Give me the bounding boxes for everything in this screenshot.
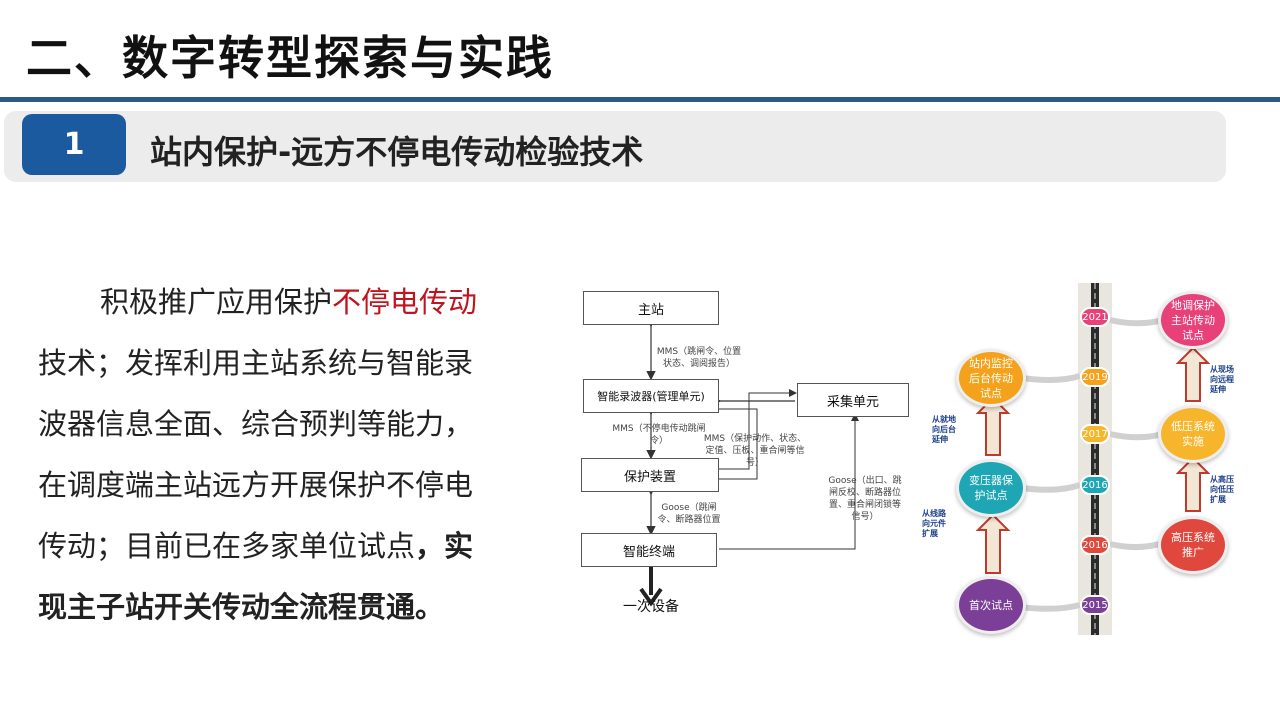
body-text-3: 波器信息全面、综合预判等能力， — [38, 407, 474, 441]
node-hv-rollout: 高压系统推广 — [1158, 516, 1228, 574]
section-banner — [4, 111, 1226, 182]
year-badge-2019: 2019 — [1080, 367, 1110, 387]
primary-equipment-label: 一次设备 — [623, 599, 679, 615]
terminal-box: 智能终端 — [581, 533, 717, 567]
body-text-4: 在调度端主站远方开展保护不停电 — [38, 468, 474, 502]
note-field-to-remote: 从现场 向远程 延伸 — [1210, 365, 1234, 394]
year-badge-2016a: 2016 — [1080, 535, 1110, 555]
mms-annotation-2: MMS（不停电传动跳闸 令） — [612, 424, 706, 446]
flow-connectors — [639, 317, 859, 607]
body-paragraph: 积极推广应用保护不停电传动 技术；发挥利用主站系统与智能录 波器信息全面、综合预… — [38, 272, 538, 638]
body-text-2: 技术；发挥利用主站系统与智能录 — [38, 346, 474, 380]
flow-diagram: 主站 智能录波器(管理单元) 采集单元 保护装置 智能终端 一次设备 MMS（跳… — [577, 283, 917, 623]
section-number-badge: 1 — [22, 114, 126, 175]
recorder-box: 智能录波器(管理单元) — [583, 379, 719, 413]
body-text-5: 传动；目前已在多家单位试点 — [38, 529, 416, 563]
main-station-box: 主站 — [583, 291, 719, 325]
title-divider — [0, 97, 1280, 102]
goose-annotation-1: Goose（跳闸 令、断路器位置 — [657, 503, 721, 525]
note-local-to-backend: 从就地 向后台 延伸 — [932, 415, 956, 444]
node-dispatch-pilot: 地调保护主站传动试点 — [1158, 291, 1228, 349]
node-lv-implement: 低压系统实施 — [1158, 405, 1228, 463]
mms-annotation-3: MMS（保护动作、状态、 定值、压板、重合闸等信 号） — [703, 434, 807, 468]
year-badge-2021: 2021 — [1080, 307, 1110, 327]
body-bold-1: ，实 — [415, 529, 474, 563]
collector-box: 采集单元 — [797, 383, 909, 417]
mms-annotation-1: MMS（跳闸令、位置 状态、调阅报告） — [656, 347, 742, 369]
note-hv-to-lv: 从高压 向低压 扩展 — [1210, 475, 1234, 504]
section-title: 站内保护-远方不停电传动检验技术 — [150, 133, 644, 171]
year-badge-2016b: 2016 — [1080, 475, 1110, 495]
year-badge-2015: 2015 — [1080, 595, 1110, 615]
protection-box: 保护装置 — [581, 458, 719, 492]
body-highlight: 不停电传动 — [332, 285, 478, 319]
node-first-pilot: 首次试点 — [956, 576, 1026, 634]
note-line-to-element: 从线路 向元件 扩展 — [922, 509, 946, 538]
year-badge-2017: 2017 — [1080, 424, 1110, 444]
goose-annotation-2: Goose（出口、跳 闸反校、断路器位 置、重合闸闭锁等 信号） — [828, 476, 902, 522]
body-bold-2: 现主子站开关传动全流程贯通。 — [38, 590, 445, 624]
page-title: 二、数字转型探索与实践 — [26, 31, 554, 85]
node-transformer-pilot: 变压器保护试点 — [956, 459, 1026, 517]
body-text-1: 积极推广应用保护 — [100, 285, 333, 319]
node-monitor-pilot: 站内监控后台传动试点 — [956, 349, 1026, 407]
development-timeline: 首次试点 变压器保护试点 站内监控后台传动试点 高压系统推广 低压系统实施 地调… — [920, 283, 1250, 635]
